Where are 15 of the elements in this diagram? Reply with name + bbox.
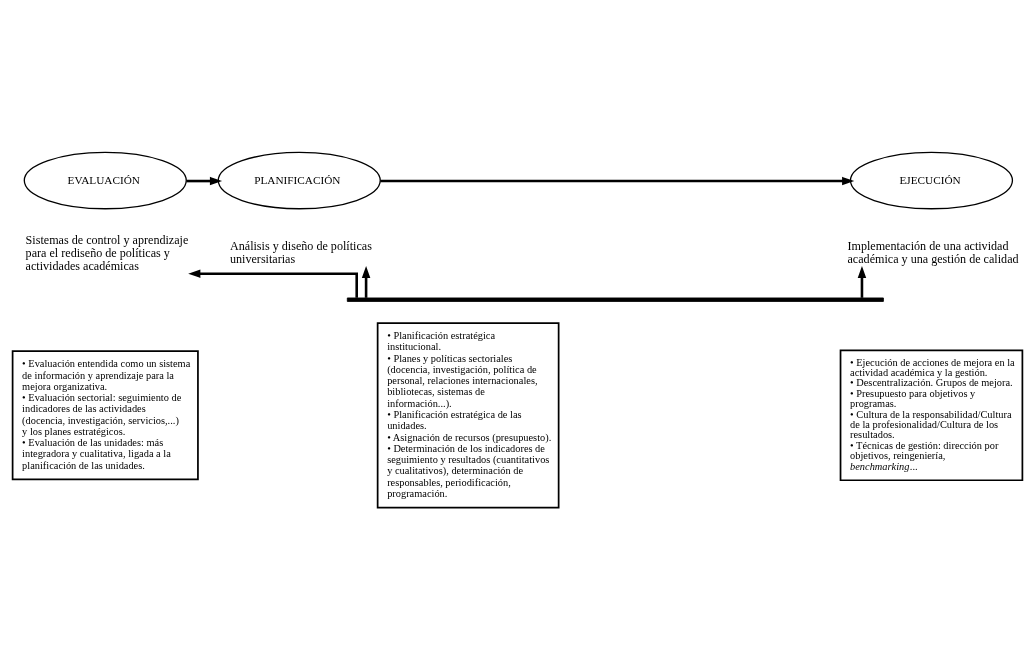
arrow [186,176,223,186]
node-ellipse: EVALUACIÓN [23,151,187,210]
node-ellipse: EJECUCIÓN [849,151,1014,210]
node-bar [346,297,884,302]
node-text: Sistemas de control y aprendizaje para el rediseño de políticas y actividades académicas [25,232,189,273]
arrow [380,176,855,186]
node-text: Implementación de una actividad académica y una gestión de calidad [847,239,1019,267]
node-ellipse: PLANIFICACIÓN [217,151,381,210]
node-box: • Ejecución de acciones de mejora en la actividad académica y la gestión. • Descentralización. Grupos de mejora. • Presupuesto para objetivos y programas. • Cultura de la responsabilidad/Cultura de la profesionalidad/Cultura de los resultados. • Técnicas de gestión: dirección por objetivos, reingeniería, benchmarking... [839,349,1024,482]
arrow [188,269,358,298]
node-box: • Planificación estratégica institucional. • Planes y políticas sectoriales (docencia, investigación, política de personal, relaciones internacionales, bibliotecas, sistemas de información...). • Planificación estratégica de las unidades. • Asignación de recursos (presupuesto). • Determinación de los indicadores de seguimiento y resultados (cuantitativos y cualitativos), determinación de responsables, periodificación, programación. [376,322,560,509]
node-text: Análisis y diseño de políticas universitarias [229,239,372,267]
arrow [361,265,371,298]
arrow [857,265,867,298]
node-box: • Evaluación entendida como un sistema de información y aprendizaje para la mejora organizativa. • Evaluación sectorial: seguimiento de indicadores de las actividades (docencia, investigación, servicios,...) y los planes estratégicos. • Evaluación de las unidades: más integradora y cualitativa, ligada a la planificación de las unidades. [11,350,199,481]
